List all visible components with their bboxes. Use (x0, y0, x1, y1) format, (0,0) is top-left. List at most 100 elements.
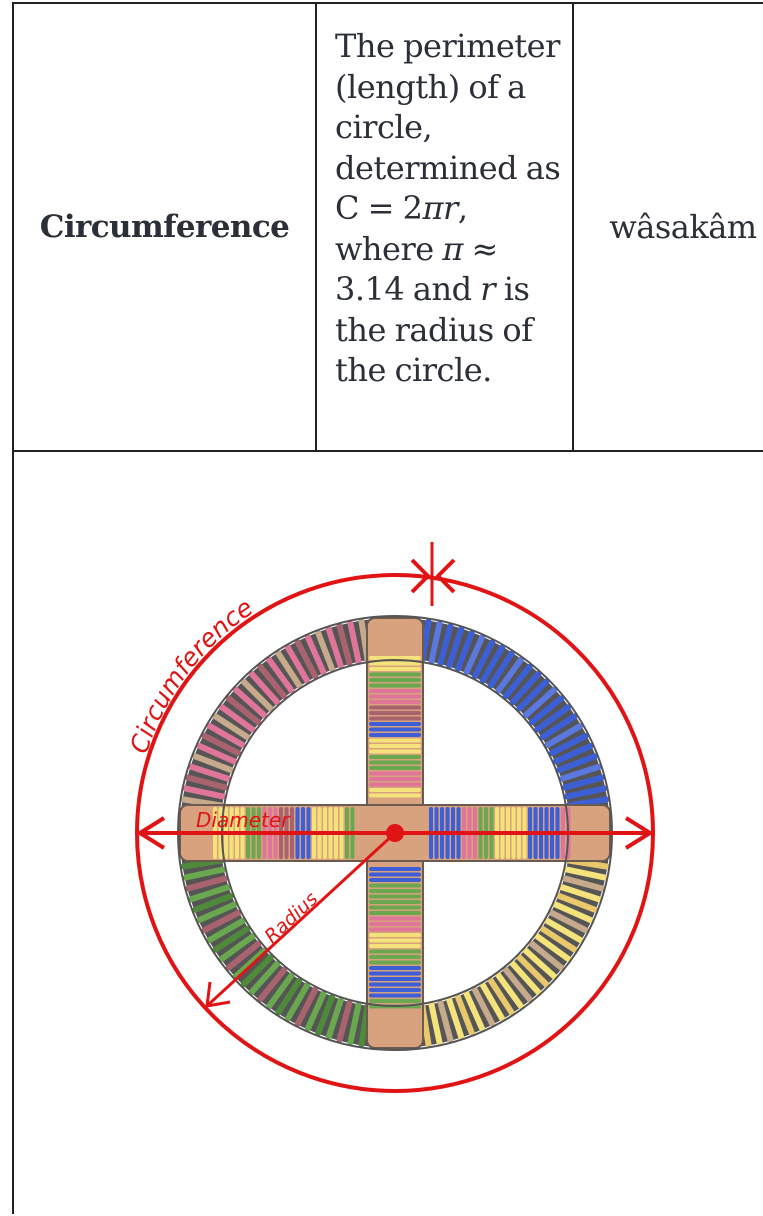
ring-thread (564, 785, 608, 800)
diameter-label: Diameter (196, 808, 291, 832)
circumference-arrow-left (436, 558, 456, 594)
ring-thread (206, 723, 246, 748)
ring-thread (240, 678, 274, 712)
ring-thread (212, 713, 251, 741)
ring-thread (285, 644, 310, 684)
ring-thread (315, 630, 335, 672)
ring-thread (522, 686, 558, 719)
ring-thread (182, 785, 226, 800)
ring-thread (225, 940, 262, 971)
ring-thread (487, 650, 515, 689)
ring-thread (455, 994, 475, 1036)
ring-thread (516, 678, 550, 712)
ring-thread (248, 670, 281, 706)
ring-thread (275, 977, 303, 1016)
term-cell: Circumference (14, 4, 317, 450)
ring-thread (347, 1002, 362, 1046)
ring-thread (487, 977, 515, 1016)
radius-label: Radius (260, 888, 322, 948)
ring-thread (336, 623, 353, 666)
diameter-left-arrowhead (138, 816, 166, 850)
ring-thread (206, 918, 246, 943)
ring-thread (522, 947, 558, 980)
ring-thread (480, 644, 505, 684)
ring-thread (556, 893, 598, 913)
ring-thread (188, 763, 231, 782)
ring-thread (548, 732, 589, 757)
ring-thread (182, 866, 226, 881)
ring-thread (192, 893, 234, 913)
translation-cell: wâsakâm (574, 4, 763, 450)
ring-thread (528, 940, 565, 971)
ring-thread (564, 866, 608, 881)
ring-thread (185, 875, 228, 892)
ring-thread (304, 990, 327, 1032)
radius-arrowhead (205, 981, 231, 1008)
ring-thread (502, 663, 533, 700)
ring-thread (304, 634, 327, 676)
ring-thread (315, 994, 335, 1036)
ring-thread (502, 966, 533, 1003)
ring-thread (556, 753, 598, 773)
ring-thread (463, 634, 486, 676)
ring-thread (509, 670, 542, 706)
ring-thread (266, 656, 295, 694)
ring-thread (539, 925, 578, 953)
ring-thread (325, 626, 344, 669)
ring-thread (347, 620, 362, 664)
ring-thread (534, 933, 572, 962)
ring-thread (495, 972, 524, 1010)
ring-thread (201, 732, 242, 757)
diameter-right-arrowhead (624, 816, 652, 850)
circumference-circle (135, 573, 655, 1093)
ring-thread (336, 1000, 353, 1043)
ring-thread (437, 623, 454, 666)
ring-thread (275, 650, 303, 689)
ring-thread (544, 918, 584, 943)
ring-thread (188, 884, 231, 903)
ring-thread (552, 901, 594, 924)
ring-thread (294, 986, 319, 1027)
ring-thread (192, 753, 234, 773)
ring-thread (218, 704, 256, 733)
ring-thread (509, 960, 542, 996)
ring-thread (294, 639, 319, 680)
ring-thread (516, 954, 550, 988)
ring-thread (446, 997, 465, 1040)
ring-thread (218, 933, 256, 962)
ring-thread (446, 626, 465, 669)
medicine-wheel-diagram: Circumference Diameter Radius (124, 542, 655, 1093)
ring-thread (232, 947, 268, 980)
ring-thread (455, 630, 475, 672)
definition-text: The perimeter (length) of a circle, dete… (335, 27, 561, 389)
ring-thread (428, 1002, 443, 1046)
definition-cell: The perimeter (length) of a circle, dete… (317, 4, 574, 450)
ring-thread (225, 695, 262, 726)
ring-thread (534, 704, 572, 733)
ring-thread (212, 925, 251, 953)
radius-line (206, 831, 397, 1007)
ring-thread (552, 742, 594, 765)
ring-thread (559, 763, 602, 782)
ring-thread (437, 1000, 454, 1043)
ring-thread (562, 875, 605, 892)
ring-thread (248, 960, 281, 996)
ring-thread (240, 954, 274, 988)
vocabulary-table: Circumference The perimeter (length) of … (12, 2, 763, 1214)
ring-thread (539, 713, 578, 741)
ring-thread (185, 774, 228, 791)
ring-thread (548, 909, 589, 934)
ring-thread (471, 986, 496, 1027)
ring-thread (196, 742, 238, 765)
center-point (386, 824, 404, 842)
ring-thread (201, 909, 242, 934)
ring-thread (559, 884, 602, 903)
ring-thread (480, 982, 505, 1022)
ring-thread (257, 966, 288, 1003)
ring-thread (257, 663, 288, 700)
ring-thread (285, 982, 310, 1022)
ring-thread (463, 990, 486, 1032)
table-row: Circumference The perimeter (length) of … (14, 4, 763, 452)
ring-thread (266, 972, 295, 1010)
ring-thread (232, 686, 268, 719)
